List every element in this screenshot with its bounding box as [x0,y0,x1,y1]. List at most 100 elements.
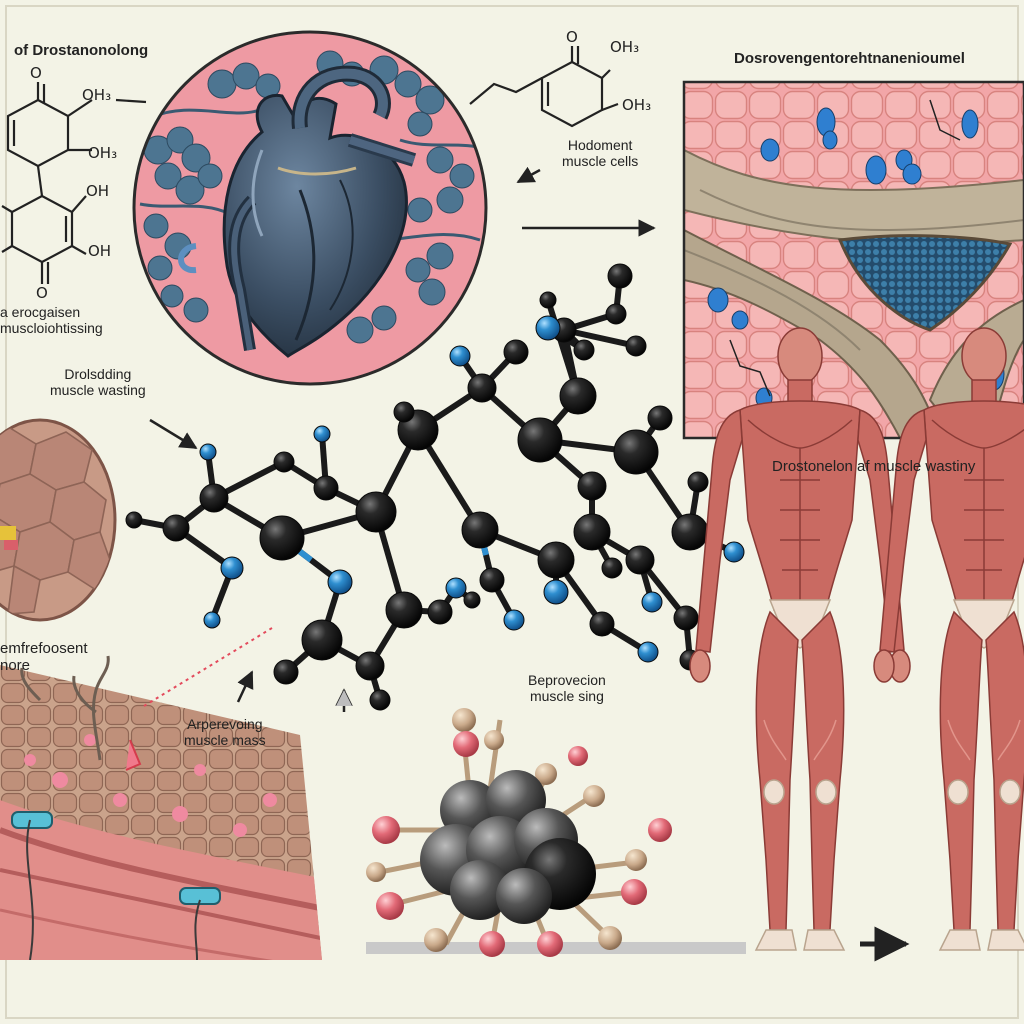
title-left: of Drostanonolong [14,42,149,59]
muscle-cells-line-2: muscle cells [562,153,639,170]
chem-oh-a: OH [86,182,110,200]
figure-part [777,327,823,385]
molecule-atom-dark [607,263,633,289]
ball-molecule-bottom [366,708,746,957]
figure-part [803,929,846,951]
molecule-atom-dark [313,475,339,501]
preventing-label: Drolsdding muscle wasting [50,366,146,398]
molecule-atom-blue [503,609,525,631]
figure-part [987,929,1024,951]
molecule-atom-blue [220,556,244,580]
molecule-atom-dark [273,659,299,685]
molecule-atom-dark [577,471,607,501]
left-lower-line-2: nore [0,657,31,675]
chem-o-bottom: O [36,284,48,302]
molecule-atom-dark [625,335,647,357]
left-lower-label: emfrefoosent nore [0,640,88,675]
figure-part [754,929,797,951]
human-figures [689,327,1024,951]
molecule-atom-blue [723,541,745,563]
preventing-line-2: muscle wasting [50,382,146,399]
molecule-atom-dark [301,619,343,661]
left-mid-line-1: a erocgaisen [0,304,81,320]
molecule-atom-blue [203,611,221,629]
molecule-atom-dark [605,303,627,325]
molecule-atom-dark [427,599,453,625]
muscle-figure-left [689,327,911,951]
molecule-atom-dark [503,339,529,365]
figure-part [999,779,1021,805]
cell-sphere [0,418,117,622]
chem-oh3-top: OH₃ [610,38,640,56]
muscle-cells-label: Hodoment muscle cells [562,137,638,169]
molecule-atom-blue [313,425,331,443]
figure-part [787,379,813,403]
molecule-atom-dark [385,591,423,629]
molecule-atom-dark [199,483,229,513]
skeletal-formula-left [1,82,147,284]
molecule-atom-dark [162,514,190,542]
molecule-atom-dark [479,567,505,593]
molecule-atom-dark [573,513,611,551]
chem-oh3-right: OH₃ [622,96,652,114]
molecule-atom-dark [601,557,623,579]
chem-oh3-b: OH₃ [88,144,118,162]
molecule-atom-blue [535,315,561,341]
molecule-atom-blue [199,443,217,461]
muscle-sing-line-1: Beprovecion [528,672,606,688]
figure-part [689,649,711,683]
figure-part [763,779,785,805]
molecule-atom-blue [449,345,471,367]
molecule-atom-dark [589,611,615,637]
molecule-atom-dark [613,429,659,475]
molecule-atom-blue [543,579,569,605]
heart-illustration [222,65,417,358]
molecule-atom-dark [369,689,391,711]
muscle-mass-line-1: Arperevoing [187,716,263,732]
skeletal-formula-top [469,46,619,128]
muscle-sing-label: Beprovecion muscle sing [528,672,606,704]
right-caption: Drostonelon af muscle wastiny [772,458,976,475]
figure-part [879,409,927,653]
molecule-atom-dark [463,591,481,609]
figure-part [873,649,895,683]
muscle-cross-section [0,655,322,960]
left-mid-label: a erocgaisen muscloiohtissing [0,304,103,336]
muscle-mass-line-2: muscle mass [184,732,266,749]
figure-part [938,929,981,951]
molecule-atom-blue [637,641,659,663]
molecule-atom-dark [573,339,595,361]
muscle-cells-line-1: Hodoment [567,137,633,153]
left-mid-line-2: muscloiohtissing [0,320,103,337]
figure-part [923,400,1024,611]
molecule-atom-dark [259,515,305,561]
heart-circle-panel [132,30,488,386]
figure-part [964,479,1004,571]
figure-part [947,719,1021,761]
ball-and-stick-molecule [125,263,745,711]
molecule-atom-dark [671,513,709,551]
left-lower-line-1: emfrefoosent [0,640,88,657]
chem-oh-b: OH [88,242,112,260]
figure-part [780,479,820,571]
molecule-atom-dark [539,291,557,309]
molecule-atom-dark [517,417,563,463]
molecule-atom-dark [355,651,385,681]
figure-part [815,779,837,805]
molecule-atom-blue [327,569,353,595]
figure-part [971,379,997,403]
molecule-atom-dark [467,373,497,403]
muscle-figure-right [873,327,1024,951]
figure-part [763,719,837,761]
molecule-atom-dark [673,605,699,631]
molecule-atom-dark [647,405,673,431]
figure-part [695,409,743,653]
molecule-atom-dark [273,451,295,473]
muscle-sing-line-2: muscle sing [529,688,604,705]
chem-o-top: O [566,28,578,46]
figure-part [961,327,1007,385]
molecule-atom-dark [461,511,499,549]
molecule-atom-blue [641,591,663,613]
